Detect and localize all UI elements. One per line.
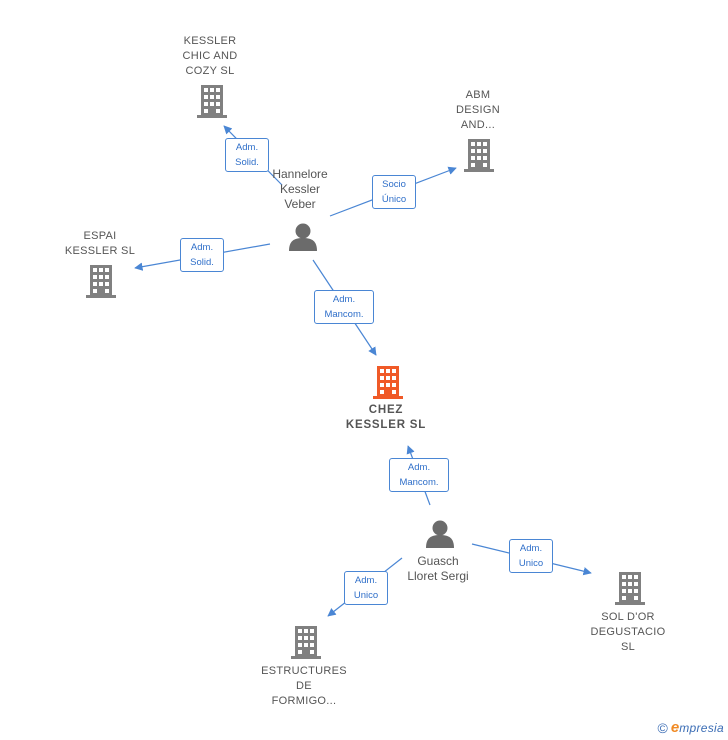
node-label-guasch[interactable]: Guasch Lloret Sergi: [407, 554, 469, 583]
building-icon-estructures[interactable]: [291, 626, 321, 659]
node-label-abm-design[interactable]: ABM DESIGN AND...: [456, 89, 500, 131]
edge-label-adm-solid-2[interactable]: Adm. Solid.: [180, 238, 224, 272]
node-label-espai[interactable]: ESPAI KESSLER SL: [64, 230, 136, 257]
edge-label-adm-unico-2[interactable]: Adm. Unico: [344, 571, 388, 605]
edge-label-adm-solid-1[interactable]: Adm. Solid.: [225, 138, 269, 172]
brand-logo[interactable]: empresia: [670, 719, 724, 736]
copyright-icon: ©: [657, 719, 668, 736]
building-icon-espai[interactable]: [86, 265, 116, 298]
edge-label-socio-unico[interactable]: Socio Único: [372, 175, 416, 209]
person-icon-guasch[interactable]: [426, 520, 454, 549]
building-icon-abm-design[interactable]: [464, 139, 494, 172]
building-icon-sol-dor[interactable]: [615, 572, 645, 605]
node-label-kessler-chic[interactable]: KESSLER CHIC AND COZY SL: [182, 35, 238, 77]
edge-label-adm-unico-1[interactable]: Adm. Unico: [509, 539, 553, 573]
person-icon-hannelore[interactable]: [289, 223, 317, 252]
building-icon-kessler-chic[interactable]: [197, 85, 227, 118]
edge-label-adm-mancom-2[interactable]: Adm. Mancom.: [389, 458, 449, 492]
brand-footer: © empresia: [658, 719, 724, 736]
building-icon-chez-kessler[interactable]: [373, 366, 403, 399]
node-label-sol-dor[interactable]: SOL D'OR DEGUSTACIO SL: [590, 611, 666, 653]
edge-label-adm-mancom-1[interactable]: Adm. Mancom.: [314, 290, 374, 324]
node-label-estructures[interactable]: ESTRUCTURES DE FORMIGO...: [261, 665, 347, 707]
node-label-hannelore[interactable]: Hannelore Kessler Veber: [272, 167, 328, 211]
node-label-chez-kessler[interactable]: CHEZ KESSLER SL: [345, 404, 427, 431]
